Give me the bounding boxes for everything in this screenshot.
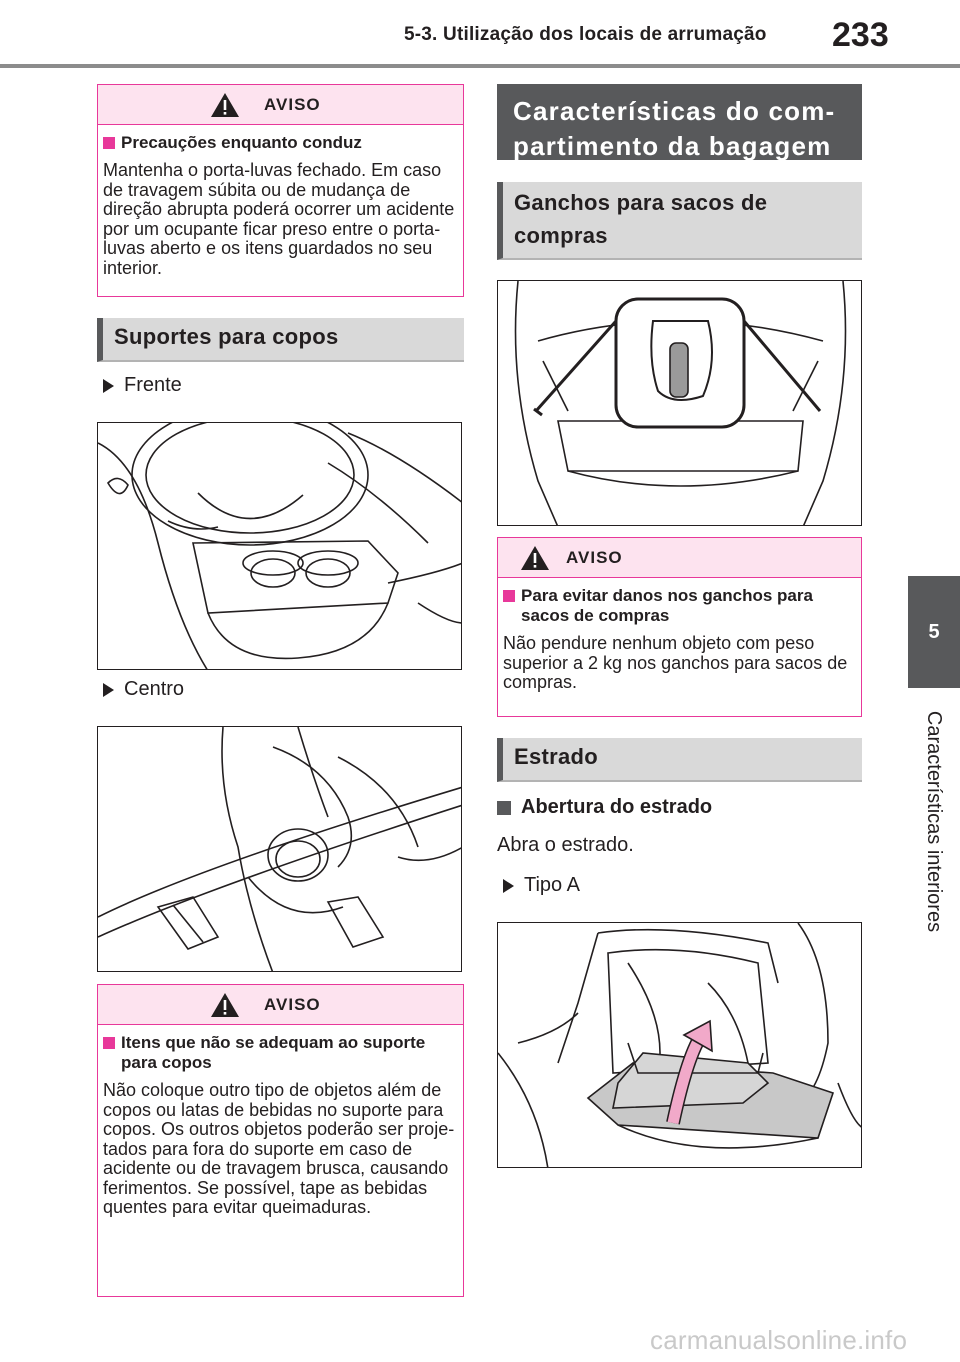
bullet-front: Frente — [103, 374, 182, 397]
warning-triangle-icon — [521, 546, 549, 570]
chapter-tab-number: 5 — [908, 576, 960, 688]
square-bullet-icon — [103, 1037, 115, 1049]
chapter-heading-luggage: Características do com-partimento da bag… — [497, 84, 862, 161]
warning-triangle-icon — [211, 993, 239, 1017]
section-heading-cup-holders: Suportes para copos — [97, 318, 464, 362]
warning-label: AVISO — [264, 995, 321, 1014]
instruction-text: Abra o estrado. — [497, 834, 634, 856]
illustration-deck-board — [497, 922, 862, 1168]
section-heading-deck-board: Estrado — [497, 738, 862, 782]
chapter-tab-label: Características interiores — [923, 710, 946, 932]
square-bullet-icon — [497, 800, 511, 815]
section-heading-shopping-hooks: Ganchos para sacos de compras — [497, 182, 862, 260]
warning-subheading: Itens que não se adequam ao suporte para… — [103, 1033, 457, 1073]
arrow-bullet-icon — [103, 682, 114, 697]
header-rule — [0, 64, 960, 68]
illustration-center-cup-holder — [97, 726, 462, 972]
arrow-bullet-icon — [503, 878, 514, 893]
square-bullet-icon — [503, 590, 515, 602]
warning-subheading: Precauções enquanto conduz — [103, 133, 457, 153]
warning-label: AVISO — [566, 548, 623, 567]
warning-header: AVISO — [98, 985, 463, 1025]
square-bullet-icon — [103, 137, 115, 149]
arrow-bullet-icon — [103, 378, 114, 393]
warning-triangle-icon — [211, 93, 239, 117]
warning-text: Não pendure nenhum objeto com peso super… — [503, 633, 848, 692]
bullet-center: Centro — [103, 678, 184, 701]
warning-text: Mantenha o porta-luvas fechado. Em caso … — [103, 160, 455, 278]
subheading-deck-opening: Abertura do estrado — [497, 796, 712, 819]
warning-label: AVISO — [264, 95, 321, 114]
bullet-type-a: Tipo A — [503, 874, 580, 897]
warning-header: AVISO — [98, 85, 463, 125]
warning-text: Não coloque outro tipo de objetos além d… — [103, 1080, 455, 1217]
warning-box-glovebox: AVISO Precauções enquanto conduz Mantenh… — [97, 84, 464, 297]
warning-subheading: Para evitar danos nos ganchos para sacos… — [503, 586, 855, 626]
warning-header: AVISO — [498, 538, 861, 578]
illustration-front-cup-holder — [97, 422, 462, 670]
warning-box-hooks: AVISO Para evitar danos nos ganchos para… — [497, 537, 862, 717]
warning-box-cup-holder: AVISO Itens que não se adequam ao suport… — [97, 984, 464, 1297]
watermark: carmanualsonline.info — [650, 1325, 908, 1355]
illustration-shopping-hooks — [497, 280, 862, 526]
running-header-section: 5-3. Utilização dos locais de arrumação — [404, 24, 767, 45]
page-number: 233 — [832, 16, 889, 54]
